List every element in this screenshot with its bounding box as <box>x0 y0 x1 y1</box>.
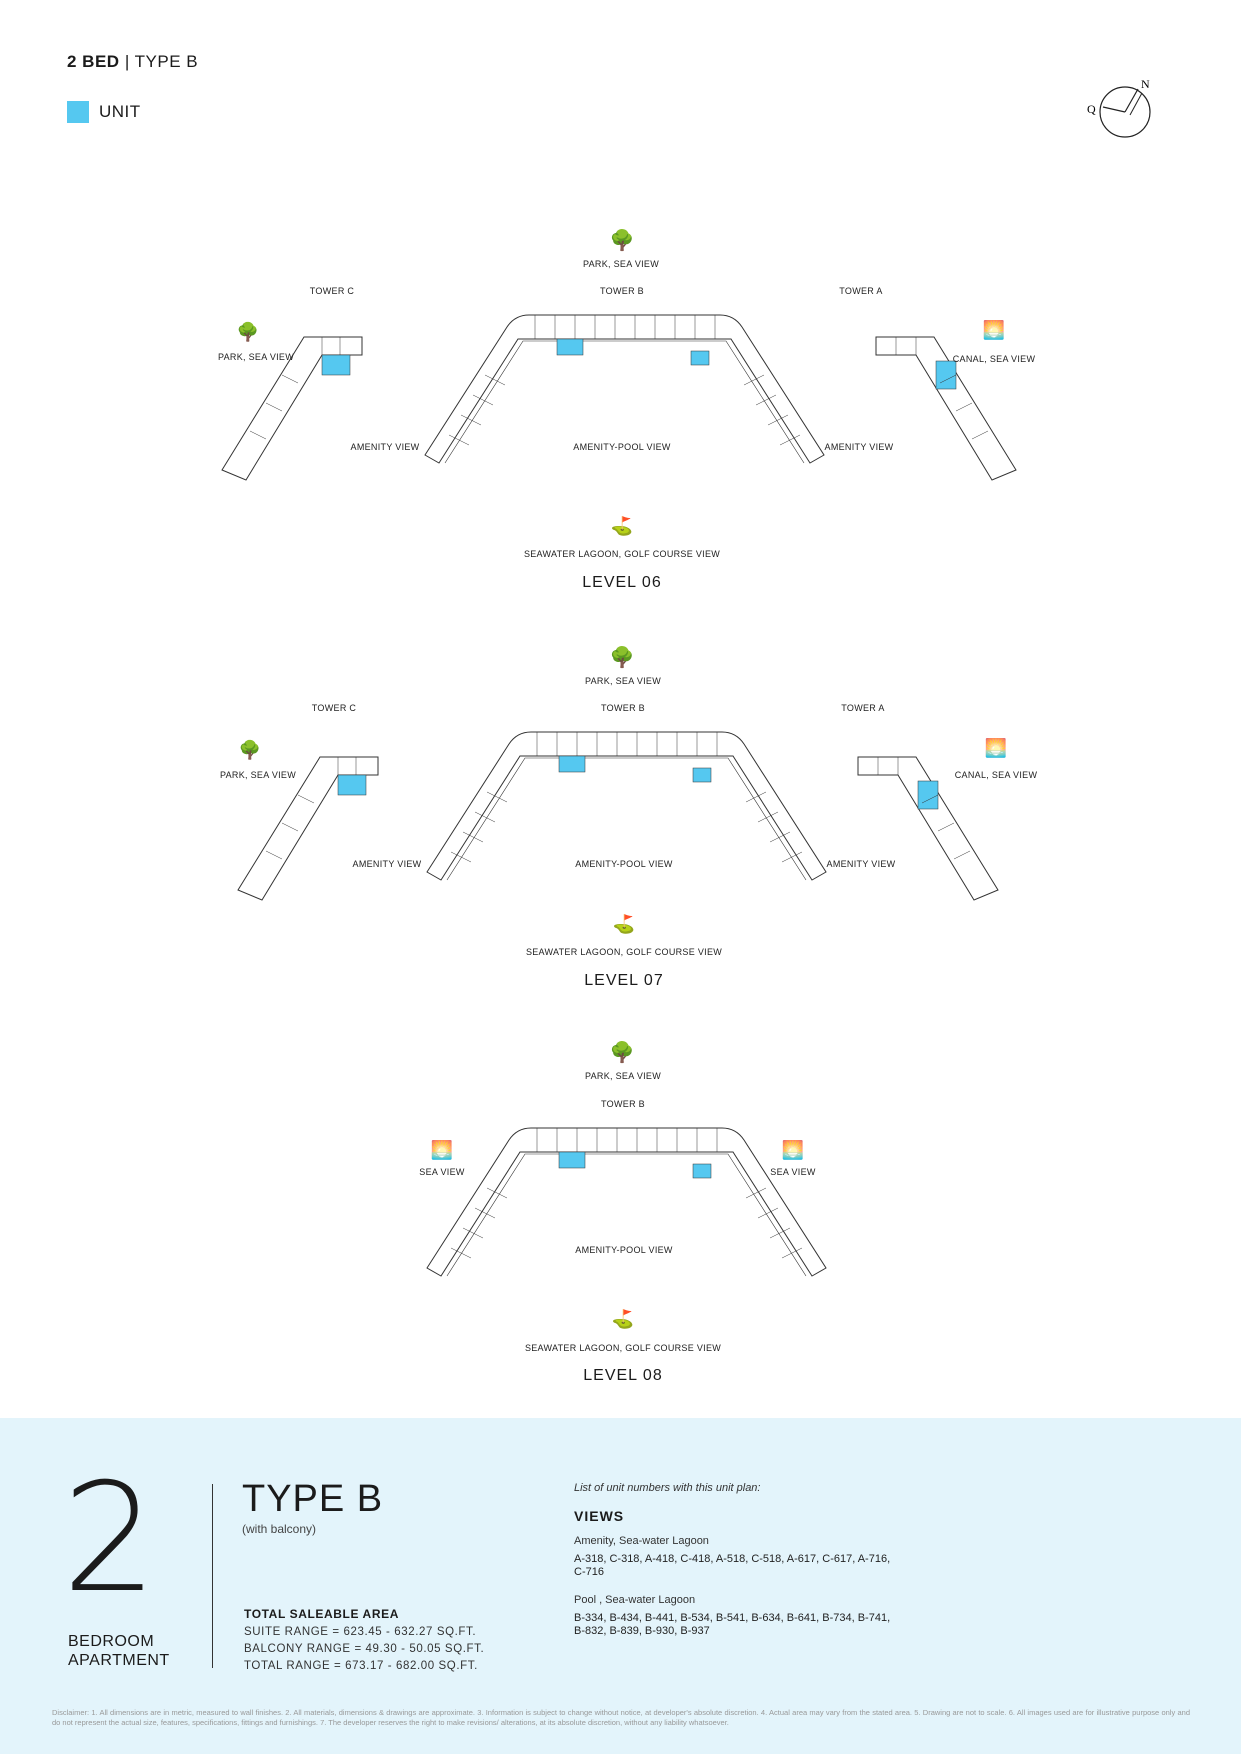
sunset-icon: 🌅 <box>982 320 1006 340</box>
sunset-icon: 🌅 <box>781 1140 805 1160</box>
title-bedrooms: 2 BED <box>67 52 120 71</box>
level08-title: LEVEL 08 <box>583 1367 663 1384</box>
title-type: TYPE B <box>134 52 199 71</box>
tree-icon: 🌳 <box>609 1042 635 1064</box>
level08-right-view: SEA VIEW <box>770 1167 816 1177</box>
page-title: 2 BED | TYPE B <box>67 52 198 72</box>
tree-icon: 🌳 <box>238 740 262 760</box>
level06-top-view: PARK, SEA VIEW <box>582 259 660 269</box>
golf-icon: ⛳ <box>612 914 636 934</box>
level06-tower-b: TOWER B <box>600 286 644 296</box>
area-title: TOTAL SALEABLE AREA <box>244 1607 399 1621</box>
level08-center-view: AMENITY-POOL VIEW <box>575 1245 673 1255</box>
bedroom-count: 2 <box>62 1452 158 1626</box>
level08-left-view: SEA VIEW <box>419 1167 465 1177</box>
golf-icon: ⛳ <box>610 516 634 536</box>
unit-swatch <box>67 101 89 123</box>
view-group-title: Pool , Sea-water Lagoon <box>574 1594 696 1606</box>
level06-left-outer-view: PARK, SEA VIEW <box>217 352 295 362</box>
balcony-range: BALCONY RANGE = 49.30 - 50.05 SQ.FT. <box>244 1643 485 1655</box>
level06-title: LEVEL 06 <box>582 574 662 591</box>
level07-tower-b: TOWER B <box>601 703 645 713</box>
type-title: TYPE B <box>242 1478 384 1520</box>
level06-bottom-view: SEAWATER LAGOON, GOLF COURSE VIEW <box>523 549 721 559</box>
level07-top-view: PARK, SEA VIEW <box>584 676 662 686</box>
level06-center-view: AMENITY-POOL VIEW <box>573 442 671 452</box>
level07-left-inner-view: AMENITY VIEW <box>352 859 422 869</box>
level08-top-view: PARK, SEA VIEW <box>584 1071 662 1081</box>
sunset-icon: 🌅 <box>430 1140 454 1160</box>
level06-tower-a: TOWER A <box>839 286 883 296</box>
view-group-title: Amenity, Sea-water Lagoon <box>574 1535 709 1547</box>
views-title: VIEWS <box>574 1508 625 1524</box>
level08-bottom-view: SEAWATER LAGOON, GOLF COURSE VIEW <box>524 1343 722 1353</box>
level07-title: LEVEL 07 <box>584 972 664 989</box>
bedroom-label: BEDROOM APARTMENT <box>68 1632 170 1670</box>
compass-icon: N Q <box>1087 77 1151 138</box>
level07-left-outer-view: PARK, SEA VIEW <box>219 770 297 780</box>
bedroom-line2: APARTMENT <box>68 1652 170 1669</box>
level07-right-outer-view: CANAL, SEA VIEW <box>954 770 1038 780</box>
level07-tower-a: TOWER A <box>841 703 885 713</box>
compass-q-label: Q <box>1087 102 1096 116</box>
type-subtitle: (with balcony) <box>242 1522 317 1536</box>
golf-icon: ⛳ <box>611 1309 635 1329</box>
level07-right-inner-view: AMENITY VIEW <box>826 859 896 869</box>
unit-list-intro: List of unit numbers with this unit plan… <box>574 1482 761 1494</box>
legend-label: UNIT <box>99 102 141 121</box>
divider <box>212 1484 213 1668</box>
view-group-units: A-318, C-318, A-418, C-418, A-518, C-518… <box>574 1553 891 1578</box>
level06-left-inner-view: AMENITY VIEW <box>350 442 420 452</box>
level08-tower-b: TOWER B <box>601 1099 645 1109</box>
level07-center-view: AMENITY-POOL VIEW <box>575 859 673 869</box>
tree-icon: 🌳 <box>236 322 260 342</box>
suite-range: SUITE RANGE = 623.45 - 632.27 SQ.FT. <box>244 1626 477 1638</box>
tree-icon: 🌳 <box>609 230 635 252</box>
legend: UNIT <box>67 101 141 123</box>
bedroom-line1: BEDROOM <box>68 1633 155 1650</box>
level06-tower-c: TOWER C <box>309 286 355 296</box>
level06-right-inner-view: AMENITY VIEW <box>824 442 894 452</box>
sunset-icon: 🌅 <box>984 738 1008 758</box>
total-range: TOTAL RANGE = 673.17 - 682.00 SQ.FT. <box>244 1660 478 1672</box>
title-separator: | <box>124 52 130 71</box>
level06-right-outer-view: CANAL, SEA VIEW <box>952 354 1036 364</box>
disclaimer: Disclaimer: 1. All dimensions are in met… <box>52 1708 1190 1727</box>
view-group-units: B-334, B-434, B-441, B-534, B-541, B-634… <box>574 1612 891 1637</box>
level07-tower-c: TOWER C <box>311 703 357 713</box>
level07-bottom-view: SEAWATER LAGOON, GOLF COURSE VIEW <box>525 947 723 957</box>
tree-icon: 🌳 <box>609 647 635 669</box>
compass-north-label: N <box>1141 77 1150 91</box>
footer-panel <box>0 1418 1241 1754</box>
